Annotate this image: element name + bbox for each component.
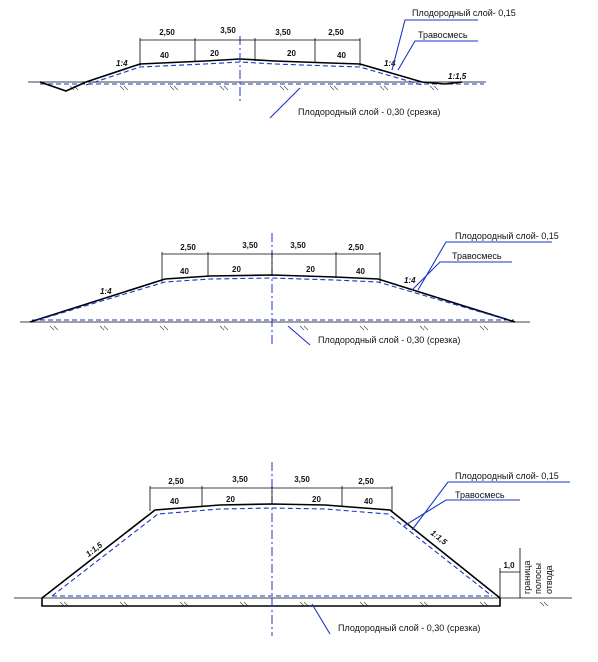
- grass-label: Травосмесь: [418, 30, 468, 40]
- ground-hatching: [69, 85, 439, 91]
- slope-pct-3: 20: [312, 495, 321, 504]
- svg-text:граница: граница: [522, 561, 532, 594]
- boundary-offset: 1,0: [503, 561, 515, 570]
- width-4: 2,50: [348, 243, 364, 252]
- slope-pct-1: 40: [160, 51, 169, 60]
- section-1: 2,50 3,50 3,50 2,50 40 20 20 40 1:4 1:4 …: [28, 8, 516, 119]
- width-2: 3,50: [242, 241, 258, 250]
- section-2: 2,50 3,50 3,50 2,50 40 20 20 40 1:4 1:4 …: [20, 231, 559, 346]
- svg-text:отвода: отвода: [544, 565, 554, 594]
- slope-pct-3: 20: [306, 265, 315, 274]
- width-1: 2,50: [168, 477, 184, 486]
- slope-pct-2: 20: [210, 49, 219, 58]
- slope-pct-1: 40: [180, 267, 189, 276]
- ground-hatching: [49, 325, 489, 331]
- cut-label: Плодородный слой - 0,30 (срезка): [298, 107, 440, 117]
- width-1: 2,50: [159, 28, 175, 37]
- slope-pct-4: 40: [356, 267, 365, 276]
- width-1: 2,50: [180, 243, 196, 252]
- cut-label: Плодородный слой - 0,30 (срезка): [338, 623, 480, 633]
- section-3: 2,50 3,50 3,50 2,50 40 20 20 40 1:1,5 1:…: [14, 462, 572, 636]
- svg-text:полосы: полосы: [533, 563, 543, 594]
- slope-pct-1: 40: [170, 497, 179, 506]
- width-3: 3,50: [290, 241, 306, 250]
- width-3: 3,50: [275, 28, 291, 37]
- width-4: 2,50: [328, 28, 344, 37]
- slope-pct-3: 20: [287, 49, 296, 58]
- side-slope-right: 1:4: [384, 59, 396, 68]
- slope-pct-4: 40: [337, 51, 346, 60]
- side-slope-left: 1:4: [116, 59, 128, 68]
- slope-pct-2: 20: [232, 265, 241, 274]
- topsoil-label: Плодородный слой- 0,15: [412, 8, 516, 18]
- side-slope-right: 1:4: [404, 276, 416, 285]
- side-slope-left: 1:4: [100, 287, 112, 296]
- topsoil-label: Плодородный слой- 0,15: [455, 231, 559, 241]
- ditch-slope: 1:1,5: [448, 72, 467, 81]
- side-slope-left: 1:1,5: [84, 540, 104, 559]
- grass-label: Травосмесь: [455, 490, 505, 500]
- slope-pct-2: 20: [226, 495, 235, 504]
- width-4: 2,50: [358, 477, 374, 486]
- topsoil-label: Плодородный слой- 0,15: [455, 471, 559, 481]
- cut-label: Плодородный слой - 0,30 (срезка): [318, 335, 460, 345]
- boundary-label: граница полосы отвода: [522, 561, 554, 594]
- width-2: 3,50: [220, 26, 236, 35]
- width-2: 3,50: [232, 475, 248, 484]
- slope-pct-4: 40: [364, 497, 373, 506]
- grass-label: Травосмесь: [452, 251, 502, 261]
- width-3: 3,50: [294, 475, 310, 484]
